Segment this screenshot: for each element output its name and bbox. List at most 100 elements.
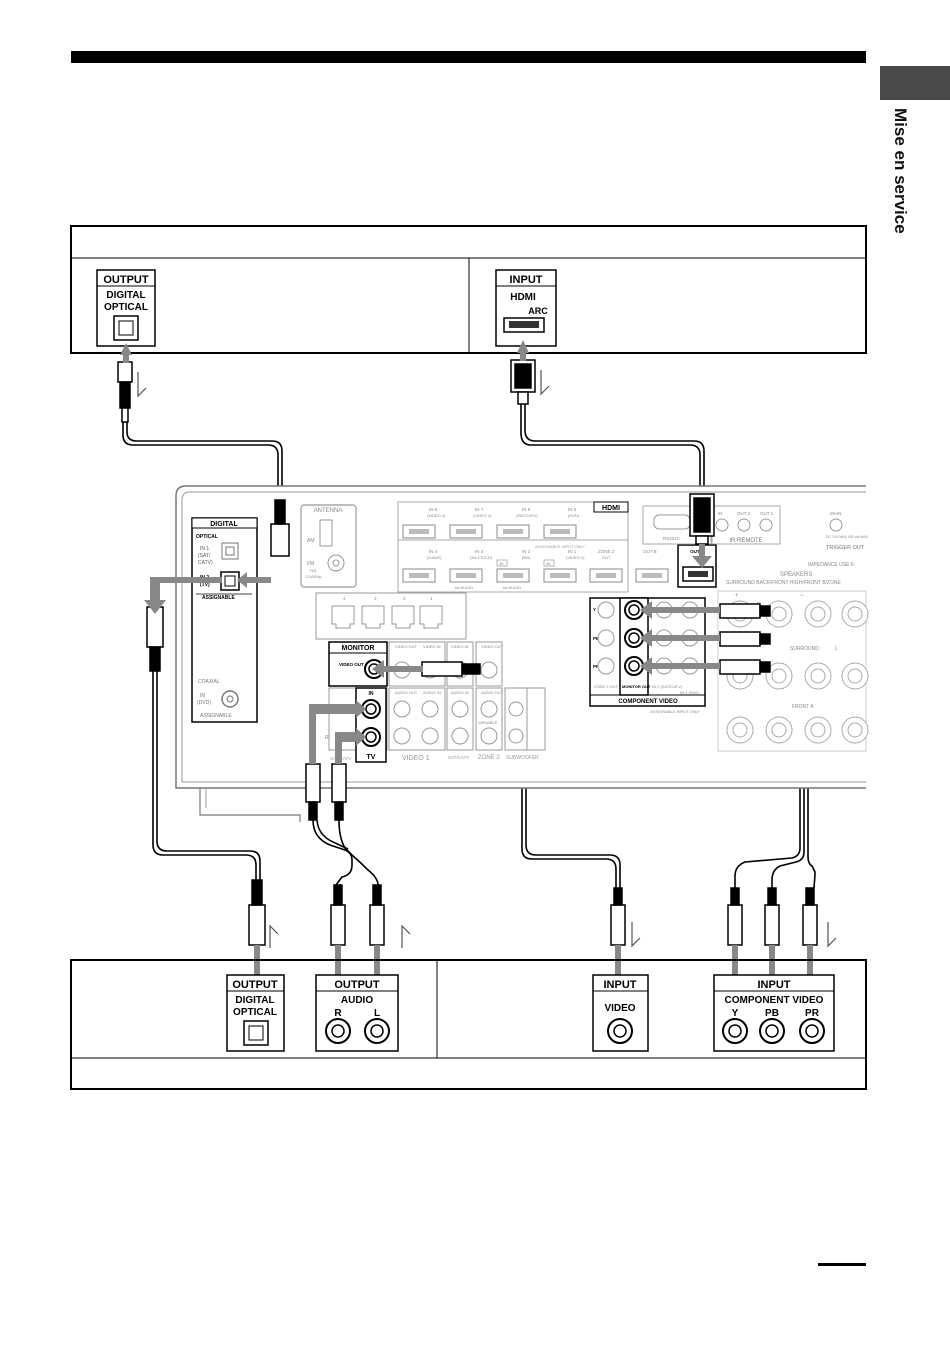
speakers-front-a: FRONT A — [792, 704, 814, 710]
component-plug-bottom-y — [727, 904, 743, 946]
hdmi-top-sub-3: (DVD) — [568, 513, 580, 518]
digital-in1-label: IN 1 — [200, 546, 209, 552]
ir-out2-label: OUT 2 — [737, 511, 751, 516]
bottom-optical-title: OUTPUT — [232, 979, 278, 991]
sat-audio-l-port[interactable] — [451, 700, 469, 718]
receiver-digital-section: DIGITAL OPTICAL IN 1 (SAT/ CATV) IN 2 (T… — [191, 517, 258, 723]
bottom-component-y-label: Y — [732, 1008, 739, 1019]
zone2-audio-l-port[interactable] — [480, 700, 498, 718]
hdmi-top-sub-0: (VIDEO 4) — [427, 513, 446, 518]
speakers-sub: SURROUND BACK/FRONT HIGH/FRONT B/ZONE — [726, 580, 841, 586]
hdmi-top-sub-2: (SAT/CATV) — [516, 513, 538, 518]
top-optical-line1: DIGITAL — [106, 290, 145, 301]
subwoofer-port-1[interactable] — [508, 701, 524, 717]
bottom-optical-output-panel: OUTPUT DIGITAL OPTICAL — [226, 974, 285, 1052]
bottom-optical-line1: DIGITAL — [235, 995, 274, 1006]
component-in2-label: IN 2 (SAT/CATV) — [652, 684, 683, 689]
ir-in-label: IN — [718, 511, 723, 516]
component-note: ASSIGNABLE INPUT ONLY — [650, 709, 700, 714]
video-plug-receiver — [421, 661, 463, 677]
hdmi-top-label-1: IN 7 — [475, 507, 484, 512]
coaxial-in-label: IN — [200, 693, 205, 699]
speakers-minus: − — [800, 593, 804, 599]
audio-col-label-2: AUDIO IN — [451, 690, 469, 695]
antenna-am-terminal[interactable] — [319, 519, 333, 547]
subwoofer-port-2[interactable] — [508, 728, 524, 744]
lan-port-3[interactable] — [361, 605, 385, 629]
side-tab — [880, 66, 950, 100]
hdmi-bottom-label-3: IN 1 — [568, 549, 577, 554]
bottom-video-title: INPUT — [604, 979, 637, 991]
monitor-title: MONITOR — [342, 645, 375, 652]
component-zone2-out-label: ZONE 2 OUT — [594, 684, 619, 689]
zone2-video-out-port[interactable] — [480, 661, 498, 679]
digital-title: DIGITAL — [210, 521, 238, 528]
top-optical-line2: OPTICAL — [104, 302, 148, 313]
bottom-device-box — [70, 959, 867, 1090]
bottom-audio-l-label: L — [374, 1008, 380, 1019]
bottom-video-line1: VIDEO — [604, 1003, 635, 1014]
optical-plug-receiver-in — [270, 523, 290, 557]
bottom-component-line1: COMPONENT VIDEO — [725, 995, 824, 1006]
video1-audio-in-r-port[interactable] — [421, 727, 439, 745]
zone2-label: ZONE 2 — [478, 755, 500, 761]
lan-port-1[interactable] — [419, 605, 443, 629]
coaxial-dvd-label: (DVD) — [197, 700, 211, 706]
antenna-fm-label: FM — [307, 561, 314, 567]
component-plug-receiver-y — [719, 603, 761, 619]
video1-label: VIDEO 1 — [402, 755, 430, 762]
sat-audio-r-port[interactable] — [451, 727, 469, 745]
ir-out1-port[interactable] — [759, 518, 773, 532]
ir-in-port[interactable] — [715, 518, 729, 532]
video-col-label-0: VIDEO OUT — [395, 644, 418, 649]
antenna-fm-coax: COAXIAL — [305, 574, 323, 579]
trigger-port[interactable] — [829, 518, 843, 532]
component-zone2-y-port[interactable] — [597, 601, 615, 619]
zone2-audio-r-port[interactable] — [480, 727, 498, 745]
continued-mark — [818, 1263, 866, 1266]
lan-port-4[interactable] — [331, 605, 355, 629]
bottom-audio-title: OUTPUT — [334, 979, 380, 991]
bottom-component-pr-label: PR — [805, 1008, 820, 1019]
video1-audio-in-l-port[interactable] — [421, 700, 439, 718]
ir-out2-port[interactable] — [737, 518, 751, 532]
component-zone2-pr-port[interactable] — [597, 657, 615, 675]
hdmi-bottom-sub-3: (VIDEO 1) — [566, 555, 585, 560]
audio-plug-receiver-r — [331, 763, 347, 803]
tv-label: TV — [367, 754, 376, 761]
video-col-label-2: VIDEO IN — [451, 644, 469, 649]
bottom-audio-output-panel: OUTPUT AUDIO R L — [315, 974, 399, 1052]
variable-label: VARIABLE — [478, 720, 498, 725]
video1-audio-out-r-port[interactable] — [393, 727, 411, 745]
antenna-fm-ohm: 75Ω — [309, 568, 316, 573]
video1-audio-out-l-port[interactable] — [393, 700, 411, 718]
digital-in2b-label: (TV) — [200, 582, 210, 588]
component-in1-label: IN 1 (DVD) — [680, 690, 700, 695]
trigger-label: TRIGGER OUT — [826, 545, 865, 551]
optical-plug-top — [117, 361, 133, 383]
bottom-video-input-panel: INPUT VIDEO — [592, 974, 649, 1052]
antenna-title: ANTENNA — [314, 508, 343, 514]
impedance-label: IMPEDANCE USE 6- — [808, 562, 856, 568]
hdmi-for-audio-2: for AUDIO — [503, 585, 521, 590]
rs232c-port[interactable] — [653, 514, 691, 530]
flow-indicators — [137, 370, 837, 948]
lan-label-0: 4 — [343, 596, 346, 601]
component-monitor-out-label: MONITOR OUT — [622, 684, 651, 689]
component-title: COMPONENT VIDEO — [618, 699, 678, 705]
trigger-main-label: MAIN — [830, 511, 841, 516]
digital-in1c-label: CATV) — [198, 560, 213, 566]
receiver-hdmi-section: HDMI ASSIGNABLE INPUT ONLY IN 8 IN 7 IN … — [397, 501, 717, 593]
top-hdmi-arc: ARC — [528, 306, 548, 316]
component-plug-bottom-pr — [802, 904, 818, 946]
bottom-component-title: INPUT — [758, 979, 791, 991]
digital-optical-label: OPTICAL — [196, 534, 218, 540]
speakers-l-1: L — [835, 646, 838, 652]
hdmi-top-label-2: IN 6 — [522, 507, 531, 512]
lan-port-2[interactable] — [391, 605, 415, 629]
top-hdmi-title: INPUT — [510, 274, 543, 286]
lan-label-3: 1 — [430, 596, 433, 601]
component-zone2-pb-port[interactable] — [597, 629, 615, 647]
top-hdmi-input-panel: INPUT HDMI ARC — [495, 269, 557, 347]
optical-plug-bottom — [248, 904, 266, 946]
